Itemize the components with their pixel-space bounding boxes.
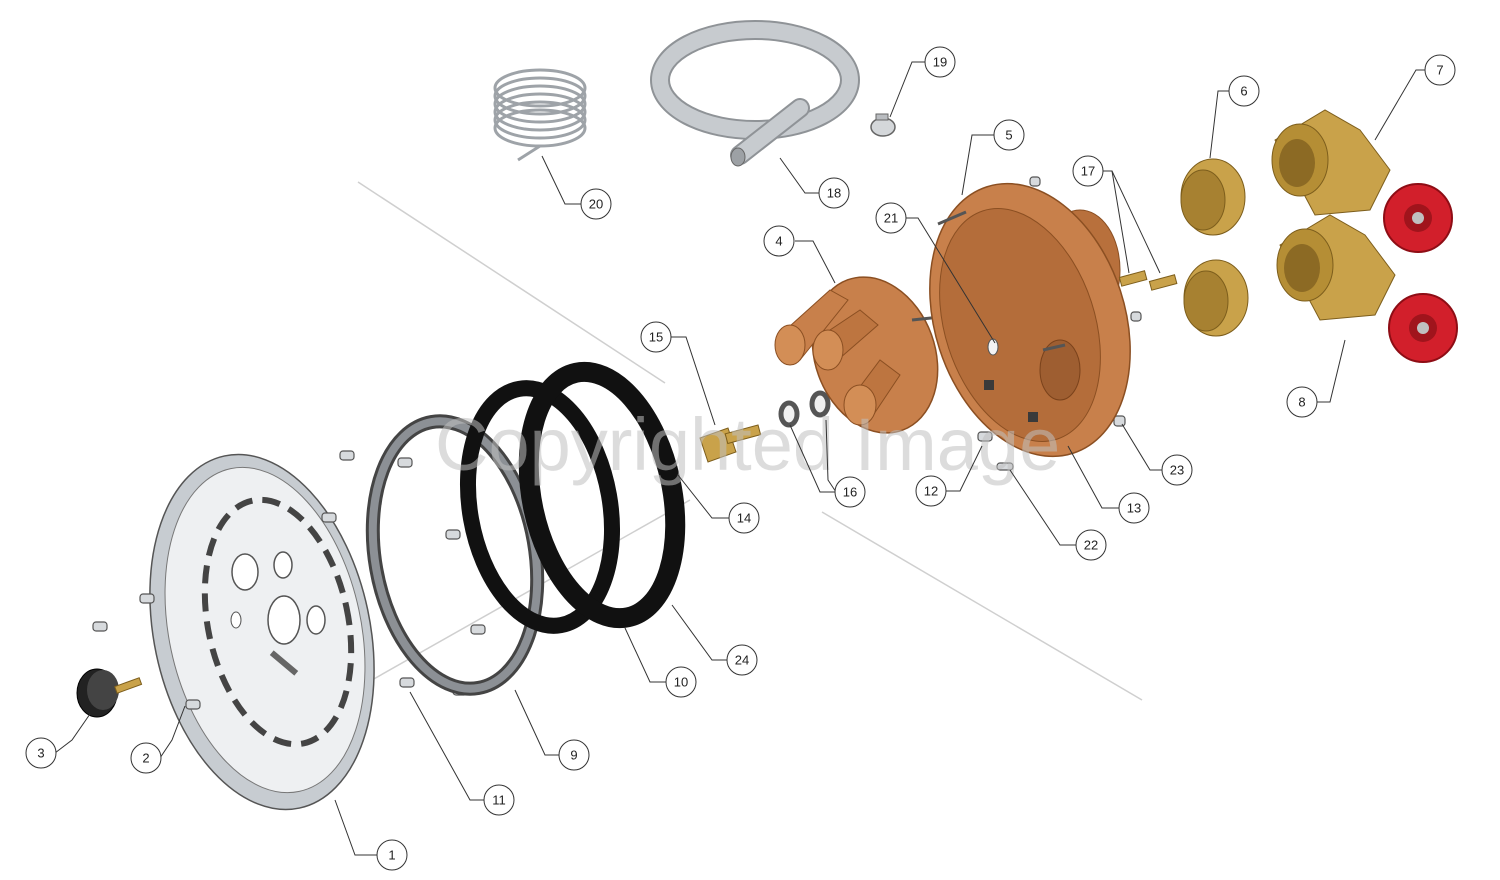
callout-13: 13 — [1118, 492, 1150, 524]
callout-22: 22 — [1075, 529, 1107, 561]
leader-lines — [54, 61, 1426, 856]
svg-text:21: 21 — [884, 211, 898, 226]
brass-fitting — [699, 424, 762, 463]
washers — [778, 390, 831, 428]
callout-20: 20 — [580, 188, 612, 220]
copper-housing — [929, 182, 1131, 458]
gasket-part-large — [518, 361, 686, 629]
watermark-text: Copyrighted Image — [435, 403, 1060, 486]
callout-8: 8 — [1286, 386, 1318, 418]
callout-3: 3 — [25, 737, 57, 769]
svg-text:19: 19 — [933, 55, 947, 70]
svg-text:14: 14 — [737, 511, 751, 526]
svg-text:22: 22 — [1084, 538, 1098, 553]
callout-5: 5 — [993, 119, 1025, 151]
callout-18: 18 — [818, 177, 850, 209]
svg-text:9: 9 — [570, 748, 577, 763]
callout-2: 2 — [130, 742, 162, 774]
svg-text:8: 8 — [1298, 395, 1305, 410]
svg-text:16: 16 — [843, 485, 857, 500]
hose-clip-part — [870, 113, 896, 137]
callout-21: 21 — [875, 202, 907, 234]
svg-text:6: 6 — [1240, 84, 1247, 99]
svg-text:24: 24 — [735, 653, 749, 668]
hose-part — [650, 20, 860, 167]
svg-text:20: 20 — [589, 197, 603, 212]
front-cover-plate — [149, 453, 375, 811]
coiled-tube-part — [493, 68, 587, 162]
callout-1: 1 — [376, 839, 408, 871]
gasket-part — [459, 380, 621, 634]
brass-screws — [1118, 270, 1178, 291]
callout-4: 4 — [763, 225, 795, 257]
svg-text:4: 4 — [775, 234, 782, 249]
callout-14: 14 — [728, 502, 760, 534]
svg-text:12: 12 — [924, 484, 938, 499]
callout-16: 16 — [834, 476, 866, 508]
svg-text:13: 13 — [1127, 501, 1141, 516]
callout-12: 12 — [915, 475, 947, 507]
knob-part — [76, 668, 143, 718]
svg-text:7: 7 — [1436, 63, 1443, 78]
callout-10: 10 — [665, 666, 697, 698]
copper-manifold — [774, 276, 951, 434]
svg-text:23: 23 — [1170, 463, 1184, 478]
svg-text:15: 15 — [649, 330, 663, 345]
svg-text:17: 17 — [1081, 164, 1095, 179]
svg-text:5: 5 — [1005, 128, 1012, 143]
callout-9: 9 — [558, 739, 590, 771]
callout-17: 17 — [1072, 155, 1104, 187]
brass-nipples — [1180, 158, 1249, 337]
svg-text:10: 10 — [674, 675, 688, 690]
svg-text:1: 1 — [388, 848, 395, 863]
svg-text:3: 3 — [37, 746, 44, 761]
callout-7: 7 — [1424, 54, 1456, 86]
callouts: 1 2 3 4 5 6 7 8 9 10 11 12 13 14 15 16 1… — [25, 46, 1456, 871]
gate-valve-bottom — [1276, 214, 1458, 363]
callout-24: 24 — [726, 644, 758, 676]
svg-text:2: 2 — [142, 751, 149, 766]
gate-valve-top — [1271, 109, 1453, 253]
callout-15: 15 — [640, 321, 672, 353]
callout-19: 19 — [924, 46, 956, 78]
svg-text:18: 18 — [827, 186, 841, 201]
callout-6: 6 — [1228, 75, 1260, 107]
svg-text:11: 11 — [492, 793, 506, 808]
callout-23: 23 — [1161, 454, 1193, 486]
callout-11: 11 — [483, 784, 515, 816]
